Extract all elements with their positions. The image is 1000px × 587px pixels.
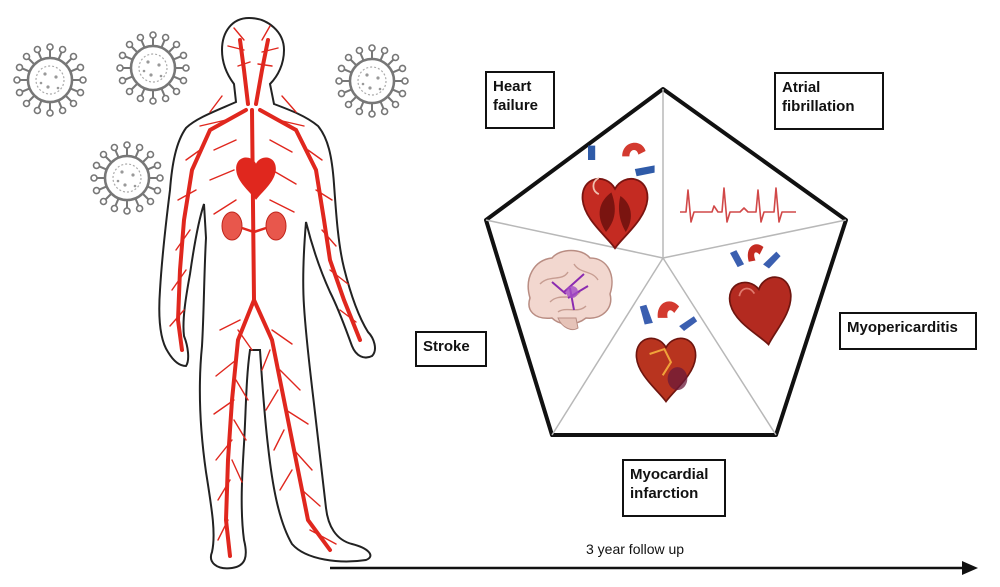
virus-icon: [334, 43, 410, 119]
label-heart-failure: Heart failure: [485, 71, 555, 129]
timeline-label: 3 year follow up: [586, 541, 685, 557]
label-stroke: Stroke: [415, 331, 487, 367]
virus-icon: [115, 30, 191, 106]
heart-infarct-icon: [635, 301, 698, 403]
timeline-arrow: [330, 561, 978, 575]
label-myopericarditis: Myopericarditis: [839, 312, 977, 350]
virus-icon: [89, 140, 165, 216]
virus-icon: [12, 42, 88, 118]
label-myocardial-infarction: Myocardial infarction: [622, 459, 726, 517]
heart-icon: [581, 142, 655, 250]
label-atrial-fibrillation: Atrial fibrillation: [774, 72, 884, 130]
heart-inflamed-icon: [726, 244, 800, 351]
human-circulatory-icon: [158, 16, 376, 570]
ecg-icon: [680, 187, 796, 223]
outcomes-pentagon: [484, 87, 848, 437]
brain-icon: [527, 249, 613, 331]
